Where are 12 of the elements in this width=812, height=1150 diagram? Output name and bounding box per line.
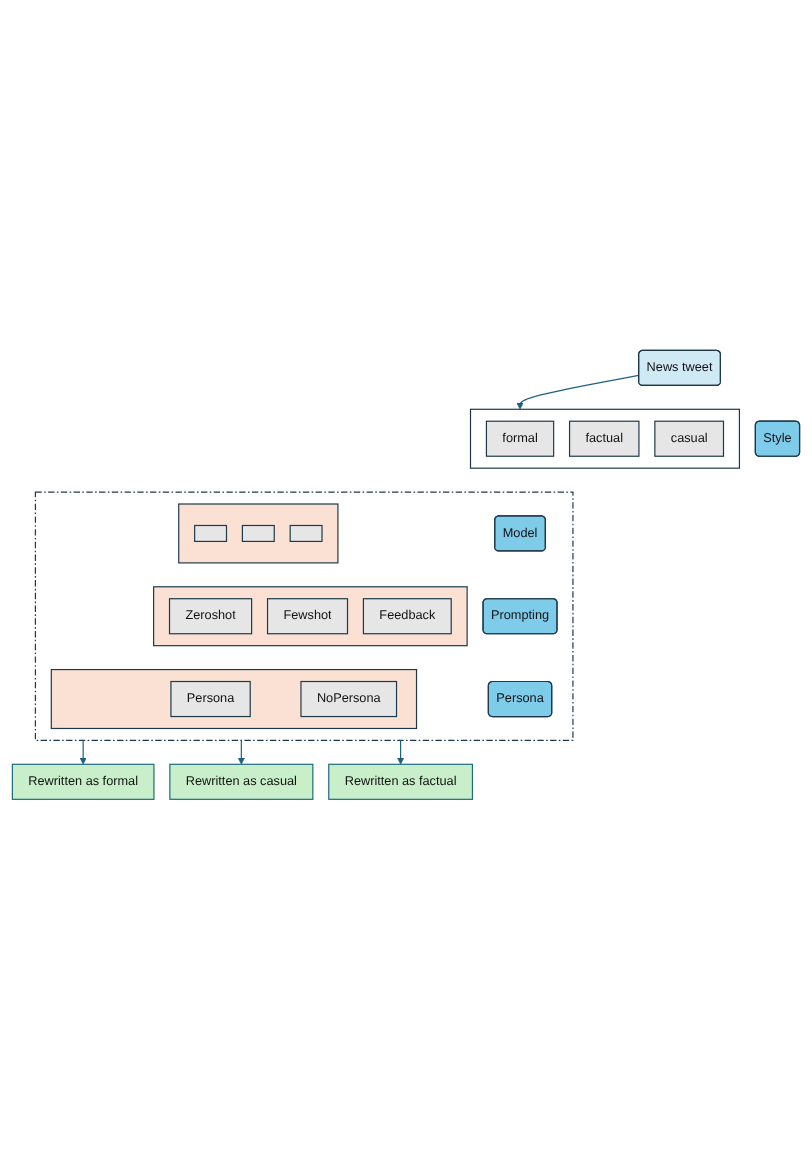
node-box <box>194 525 228 543</box>
cluster <box>34 491 574 742</box>
cluster <box>50 669 418 730</box>
arrow <box>516 375 640 410</box>
cluster <box>178 503 339 564</box>
cluster <box>153 586 468 647</box>
arrow <box>397 739 405 765</box>
arrow <box>237 739 245 765</box>
arrow <box>79 739 87 765</box>
node-box <box>289 525 323 543</box>
cluster <box>469 408 741 469</box>
node-box <box>241 525 275 543</box>
